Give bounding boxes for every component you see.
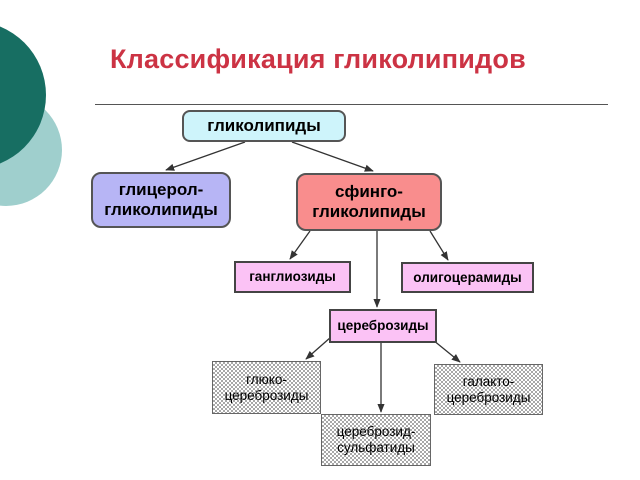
node-cerebrosides: цереброзиды (329, 309, 437, 343)
node-gangliosides: ганглиозиды (234, 261, 351, 293)
node-cerebroside-sulfatides: цереброзид- сульфатиды (321, 414, 431, 466)
arrow-sphingo-gangliosides (289, 230, 311, 260)
arrow-cerebrosides-galacto (432, 339, 461, 363)
node-oligoceramides: олигоцерамиды (401, 262, 534, 293)
slide-decoration (0, 26, 62, 206)
arrow-cerebrosides-gluco (305, 336, 332, 360)
slide-title: Классификация гликолипидов (110, 44, 526, 74)
node-glycolipids: гликолипиды (182, 110, 346, 142)
arrow-root-sphingo (291, 141, 374, 172)
title-divider (95, 104, 608, 105)
node-glycerol-glycolipids: глицерол- гликолипиды (91, 172, 231, 228)
node-glucocerebrosides: глюко- цереброзиды (212, 361, 321, 414)
arrow-sphingo-oligoceramides (429, 230, 449, 261)
node-sphingo-glycolipids: сфинго- гликолипиды (296, 173, 442, 231)
arrow-root-glycerol (165, 141, 246, 171)
node-galactocerebrosides: галакто- цереброзиды (434, 364, 543, 415)
